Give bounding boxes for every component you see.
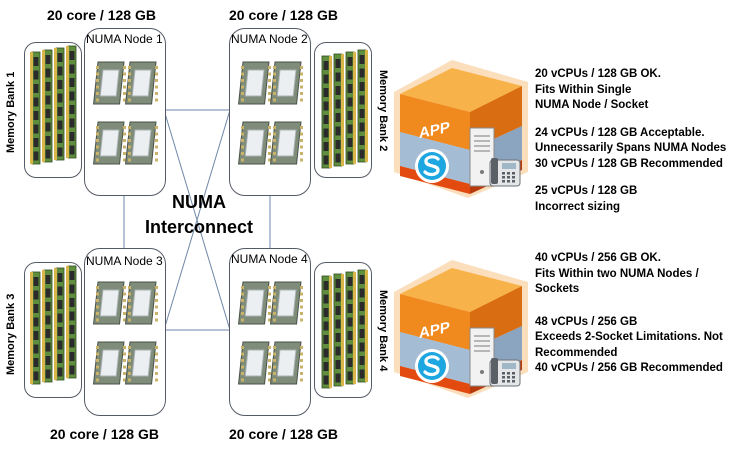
cpu-chip-icon: [93, 281, 126, 325]
cpu-chip-icon: [125, 281, 158, 325]
app-box-icon: [394, 260, 528, 398]
note-line: Exceeds 2-Socket Limitations. Not: [535, 331, 723, 343]
cpu-chip-icon: [93, 121, 126, 165]
ram-stick-icon: [321, 275, 332, 389]
note-line: 25 vCPUs / 128 GB: [535, 185, 638, 197]
ram-stick-icon: [30, 271, 41, 385]
note-line: Unnecessarily Spans NUMA Nodes: [535, 142, 727, 154]
skype-logo-icon: [415, 149, 449, 183]
note-line: 48 vCPUs / 256 GB: [535, 315, 638, 328]
note-line: Fits Within Single: [535, 83, 632, 96]
note-line: Fits Within two NUMA Nodes /: [535, 267, 699, 280]
note-line: 20 vCPUs / 128 GB OK.: [535, 68, 661, 80]
node1-header: 20 core / 128 GB: [47, 7, 156, 23]
cpu-chip-icon: [270, 61, 303, 105]
numa-node-1: [84, 28, 166, 196]
cpu-chip-icon: [269, 341, 303, 385]
node4-label: NUMA Node 4: [231, 252, 308, 266]
note-line: 24 vCPUs / 128 GB Acceptable.: [535, 126, 705, 139]
ram-stick-icon: [333, 273, 344, 387]
note-line: 40 vCPUs / 256 GB OK.: [535, 252, 661, 264]
cpu-chip-icon: [238, 281, 271, 325]
desk-phone-icon: [489, 158, 521, 187]
cpu-chip-icon: [124, 341, 158, 385]
skype-logo-icon: [415, 349, 449, 383]
node3-label: NUMA Node 3: [86, 254, 163, 268]
ram-stick-icon: [357, 269, 368, 383]
node2-header: 20 core / 128 GB: [229, 7, 338, 23]
cpu-chip-icon: [270, 121, 303, 165]
ram-stick-icon: [30, 51, 41, 165]
note-line: 40 vCPUs / 256 GB Recommended: [535, 362, 723, 374]
ram-stick-icon: [333, 53, 344, 167]
cpu-chip-icon: [125, 61, 158, 105]
ram-stick-icon: [357, 49, 368, 163]
ram-stick-icon: [42, 49, 53, 163]
cpu-chip-icon: [270, 281, 303, 325]
notes-bottom: 40 vCPUs / 256 GB OK. Fits Within two NU…: [535, 251, 723, 377]
ram-stick-icon: [54, 47, 65, 161]
interconnect-label: NUMA Interconnect: [134, 190, 264, 240]
note-line: Recommended: [535, 346, 618, 359]
note-line: Sockets: [535, 283, 580, 295]
note-line: Incorrect sizing: [535, 200, 620, 213]
cpu-chip-icon: [92, 341, 126, 385]
numa-node-2: [229, 28, 311, 196]
ram-stick-icon: [42, 269, 53, 383]
cpu-chip-icon: [238, 121, 271, 165]
notes-top: 20 vCPUs / 128 GB OK. Fits Within Single…: [535, 67, 726, 215]
app-box-icon: [394, 60, 528, 198]
numa-node-4: [229, 248, 311, 416]
interconnect-line2: Interconnect: [144, 217, 254, 237]
ram-stick-icon: [66, 45, 77, 159]
node1-label: NUMA Node 1: [86, 32, 163, 46]
note-line: NUMA Node / Socket: [535, 99, 649, 111]
ram-stick-icon: [321, 55, 332, 169]
node4-header: 20 core / 128 GB: [229, 426, 338, 442]
ram-stick-icon: [54, 267, 65, 381]
note-line: 30 vCPUs / 128 GB Recommended: [535, 157, 723, 170]
interconnect-line1: NUMA: [172, 192, 226, 212]
numa-node-3: [84, 248, 166, 416]
ram-stick-icon: [345, 271, 356, 385]
cpu-chip-icon: [125, 121, 158, 165]
ram-stick-icon: [66, 265, 77, 379]
node2-label: NUMA Node 2: [231, 32, 308, 46]
cpu-chip-icon: [237, 341, 271, 385]
link-node2-node3: [163, 109, 231, 331]
cpu-chip-icon: [238, 61, 271, 105]
cpu-chip-icon: [93, 61, 126, 105]
node3-header: 20 core / 128 GB: [50, 426, 159, 442]
desk-phone-icon: [489, 358, 521, 387]
ram-stick-icon: [345, 51, 356, 165]
